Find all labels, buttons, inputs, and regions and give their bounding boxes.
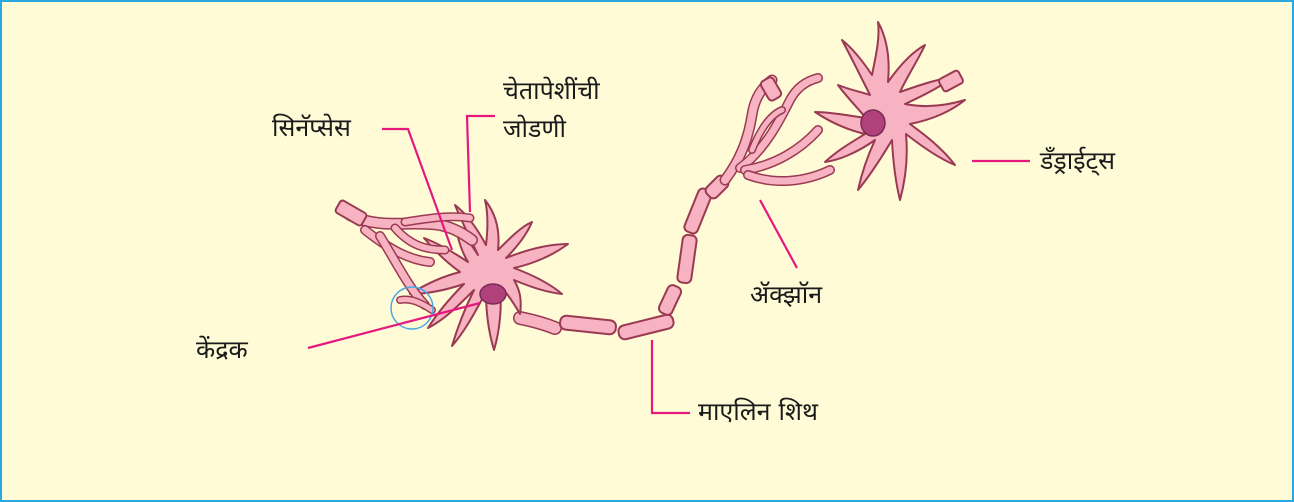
right-axon-terminal (725, 76, 830, 181)
myelin-pointer (652, 340, 690, 413)
right-neuron-body (815, 22, 965, 200)
axon-label: ॲक्झॉन (750, 278, 822, 312)
myelin-sheath-segments (520, 174, 730, 341)
synapse-label: सिनॅप्सेस (272, 111, 351, 145)
junction-label-line1: चेतापेशींची (503, 74, 600, 108)
junction-pointer (467, 116, 495, 212)
dendrites-label: डॅंड्राईट्स (1040, 144, 1115, 178)
junction-label-line2: जोडणी (503, 112, 566, 146)
left-nucleus (480, 284, 506, 304)
pointer-lines (308, 116, 1030, 413)
right-nucleus (861, 110, 885, 136)
myelin-label: माएलिन शिथ (698, 395, 818, 429)
nucleus-label: केंद्रक (196, 333, 248, 367)
axon-pointer (760, 200, 797, 268)
right-dendrite-stub (938, 70, 964, 93)
